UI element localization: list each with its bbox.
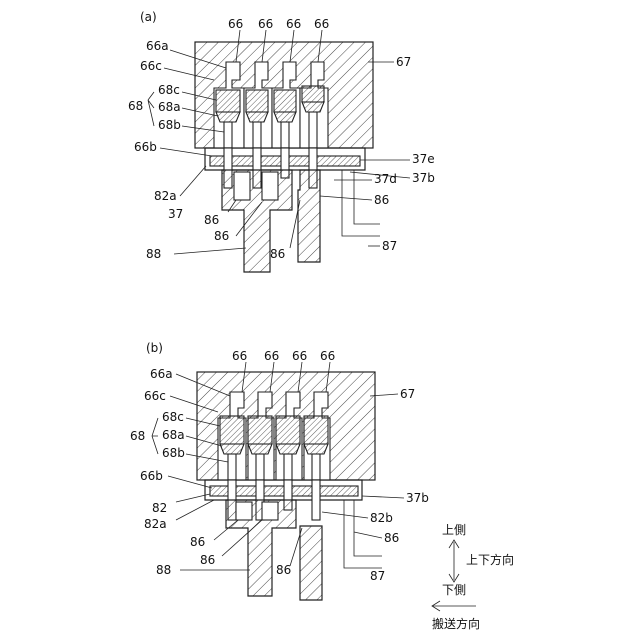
ref-82b-b: 82b (370, 511, 393, 525)
ref-67-b: 67 (400, 387, 415, 401)
ref-37b-b: 37b (406, 491, 429, 505)
upper-side-label: 上側 (442, 523, 466, 537)
ref-66-b4: 66 (320, 349, 335, 363)
ref-82-b: 82 (152, 501, 167, 515)
ref-86-b2: 86 (200, 553, 215, 567)
ref-86-b3: 86 (276, 563, 291, 577)
ref-82a-b: 82a (144, 517, 167, 531)
lower-side-label: 下側 (442, 583, 466, 597)
connector-87-b (300, 526, 322, 600)
ref-87-b: 87 (370, 569, 385, 583)
ref-68a-a: 68a (158, 100, 181, 114)
ref-66-b1: 66 (232, 349, 247, 363)
ref-82a-a: 82a (154, 189, 177, 203)
ref-66-b3: 66 (292, 349, 307, 363)
ref-66-b2: 66 (264, 349, 279, 363)
ref-66a-a: 66a (146, 39, 169, 53)
ref-66-a4: 66 (314, 17, 329, 31)
ref-86-a2: 86 (214, 229, 229, 243)
ref-66-a1: 66 (228, 17, 243, 31)
ref-86-a4: 86 (374, 193, 389, 207)
ref-86-b4: 86 (384, 531, 399, 545)
ref-68c-a: 68c (158, 83, 180, 97)
ref-86-a1: 86 (204, 213, 219, 227)
ref-66b-a: 66b (134, 140, 157, 154)
panel-a: (a) (128, 10, 435, 272)
ref-88-a: 88 (146, 247, 161, 261)
panel-b: (b) (130, 341, 429, 600)
ref-68c-b: 68c (162, 410, 184, 424)
ref-67-a: 67 (396, 55, 411, 69)
ref-68b-a: 68b (158, 118, 181, 132)
ref-37-a: 37 (168, 207, 183, 221)
ref-66a-b: 66a (150, 367, 173, 381)
ref-68a-b: 68a (162, 428, 185, 442)
ref-37d-a: 37d (374, 172, 397, 186)
ref-87-a: 87 (382, 239, 397, 253)
ref-86-b1: 86 (190, 535, 205, 549)
ref-66c-a: 66c (140, 59, 162, 73)
direction-legend: 上側 上下方向 下側 搬送方向 (432, 523, 514, 631)
ref-66-a2: 66 (258, 17, 273, 31)
ref-68-a: 68 (128, 99, 143, 113)
ref-37e-a: 37e (412, 152, 435, 166)
ref-88-b: 88 (156, 563, 171, 577)
transport-direction-label: 搬送方向 (432, 616, 480, 631)
panel-b-tag: (b) (146, 341, 163, 355)
connector-87-a (298, 170, 320, 262)
ref-66b-b: 66b (140, 469, 163, 483)
panel-a-tag: (a) (140, 10, 157, 24)
ref-68b-b: 68b (162, 446, 185, 460)
ref-37b-a: 37b (412, 171, 435, 185)
ref-68-b: 68 (130, 429, 145, 443)
vertical-direction-label: 上下方向 (466, 552, 514, 567)
ref-86-a3: 86 (270, 247, 285, 261)
ref-66-a3: 66 (286, 17, 301, 31)
ref-66c-b: 66c (144, 389, 166, 403)
